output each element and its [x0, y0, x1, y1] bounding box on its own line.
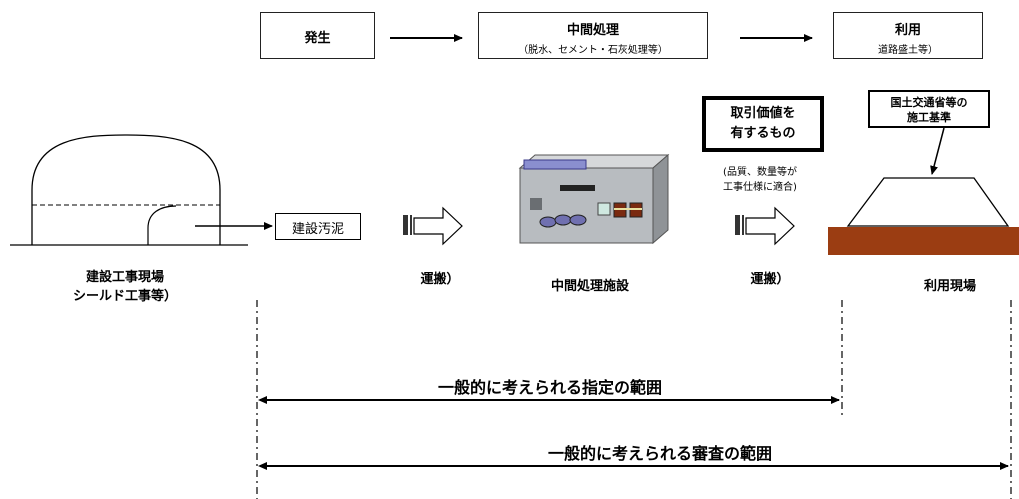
flow-box-use-sub: 道路盛土等） [878, 45, 938, 56]
flow-box-intermediate: 中間処理 （脱水、セメント・石灰処理等） [478, 12, 708, 59]
transport-arrow-2-icon [735, 206, 795, 246]
transport-arrow-1-icon [403, 206, 463, 246]
flow-box-intermediate-title: 中間処理 [566, 23, 619, 38]
quality-note: (品質、数量等が 工事仕様に適合) [705, 165, 815, 195]
use-site-label: 利用現場 [923, 279, 976, 294]
standard-line2: 施工基準 [907, 111, 951, 124]
soil-layer [828, 227, 1019, 255]
treatment-machine-icon [518, 153, 670, 245]
review-range-label: 一般的に考えられる審査の範囲 [547, 444, 772, 463]
quality-note-line2: 工事仕様に適合) [723, 182, 797, 193]
flow-box-intermediate-sub: （脱水、セメント・石灰処理等） [518, 45, 668, 56]
designation-range-label: 一般的に考えられる指定の範囲 [437, 378, 662, 397]
sludge-box: 建設汚泥 [275, 213, 361, 240]
standard-line1: 国土交通省等の [890, 96, 968, 109]
construction-site-label-line2: シールド工事等） [72, 289, 177, 304]
trade-value-box: 取引価値を 有するもの [702, 96, 824, 152]
trade-value-line1: 取引価値を [730, 106, 796, 121]
transport-label-1: 運搬） [420, 272, 460, 287]
transport-label-2: 運搬） [750, 272, 790, 287]
standard-box: 国土交通省等の 施工基準 [868, 90, 990, 128]
flow-box-generation-label: 発生 [304, 31, 331, 46]
embankment-icon [828, 177, 1019, 255]
flow-box-use-title: 利用 [894, 23, 921, 38]
flow-box-use: 利用 道路盛土等） [833, 12, 983, 59]
construction-site-dome-icon [10, 134, 248, 246]
construction-site-label-line1: 建設工事現場 [85, 270, 164, 285]
standard-arrow [930, 127, 945, 175]
flow-box-generation: 発生 [260, 12, 375, 59]
trade-value-line2: 有するもの [730, 126, 796, 141]
sludge-label: 建設汚泥 [291, 222, 344, 237]
quality-note-line1: (品質、数量等が [723, 167, 797, 178]
construction-site-label: 建設工事現場 シールド工事等） [40, 268, 210, 306]
facility-label: 中間処理施設 [550, 279, 629, 294]
